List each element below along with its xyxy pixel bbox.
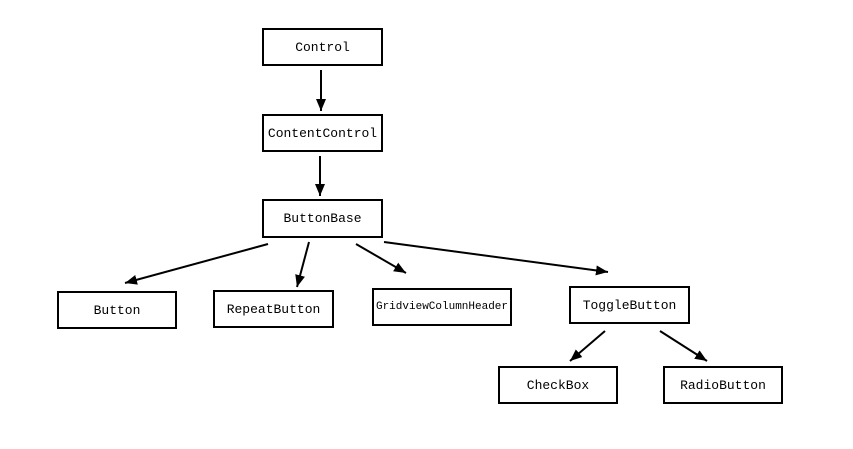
node-control: Control — [262, 28, 383, 66]
node-toggle-button: ToggleButton — [569, 286, 690, 324]
arrow-buttonbase-to-repeatbutton — [295, 241, 310, 288]
arrow-buttonbase-to-gridviewcolumnheader — [355, 243, 407, 274]
node-button-label: Button — [93, 302, 141, 318]
arrow-togglebutton-to-radiobutton — [659, 330, 708, 362]
arrow-buttonbase-to-button — [124, 243, 269, 285]
node-button-base-label: ButtonBase — [283, 211, 362, 226]
node-radio-button-label: RadioButton — [680, 377, 766, 393]
node-check-box: CheckBox — [498, 366, 618, 404]
node-gridview-column-header-label: GridviewColumnHeader — [375, 301, 509, 313]
node-repeat-button-label: RepeatButton — [226, 301, 321, 317]
node-toggle-button-label: ToggleButton — [582, 297, 677, 313]
node-repeat-button: RepeatButton — [213, 290, 334, 328]
node-content-control-label: ContentControl — [267, 125, 378, 141]
node-content-control: ContentControl — [262, 114, 383, 152]
node-button: Button — [57, 291, 177, 329]
node-control-label: Control — [295, 39, 350, 55]
arrow-togglebutton-to-checkbox — [569, 330, 606, 362]
node-gridview-column-header: GridviewColumnHeader — [372, 288, 512, 326]
node-button-base: ButtonBase — [262, 199, 383, 238]
node-radio-button: RadioButton — [663, 366, 783, 404]
node-check-box-label: CheckBox — [526, 377, 590, 393]
arrow-buttonbase-to-togglebutton — [383, 241, 609, 276]
